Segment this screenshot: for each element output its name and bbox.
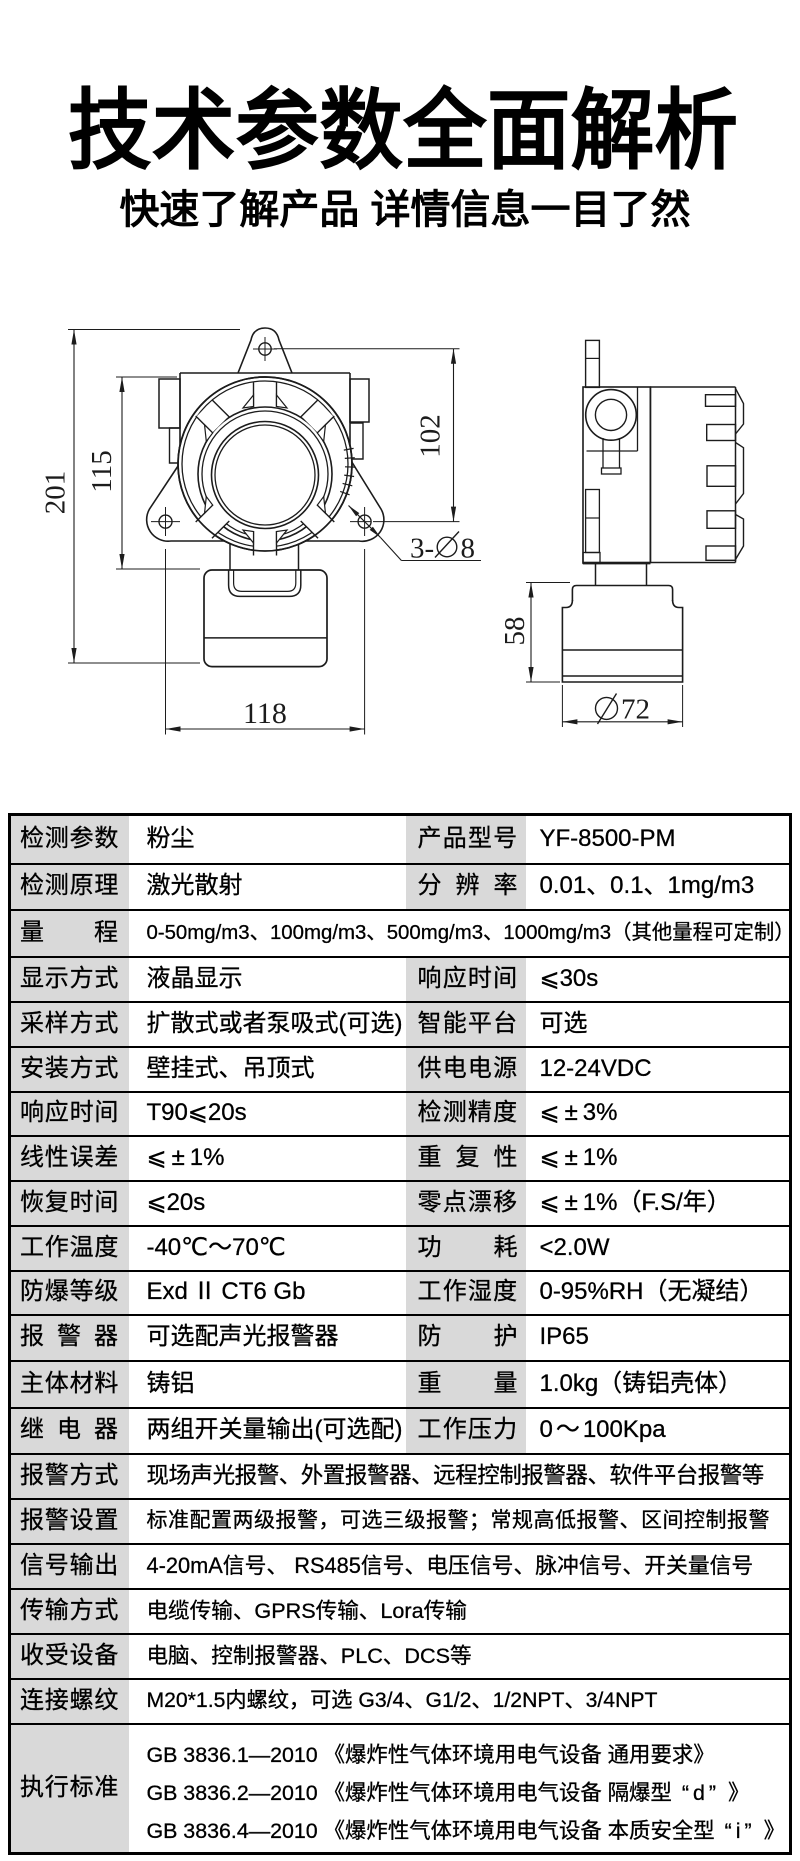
svg-text:8: 8	[461, 533, 476, 565]
svg-text:3-: 3-	[410, 533, 434, 565]
svg-text:201: 201	[40, 471, 72, 515]
svg-text:72: 72	[621, 694, 650, 726]
svg-text:102: 102	[415, 414, 447, 458]
svg-text:58: 58	[499, 617, 531, 646]
svg-text:115: 115	[86, 450, 118, 492]
svg-text:118: 118	[243, 697, 287, 730]
